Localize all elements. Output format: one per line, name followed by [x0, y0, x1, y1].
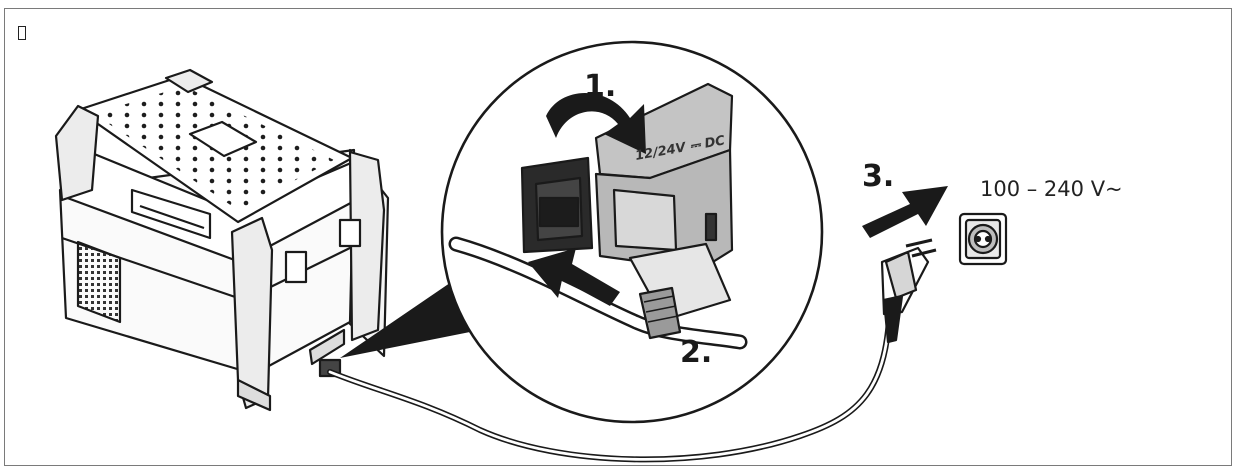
detail-circle: 1. 2. 12/24V ⎓ DC	[440, 40, 824, 424]
magnify-cone	[340, 272, 480, 358]
cooler-box-icon	[54, 68, 390, 412]
missing-glyph-icon	[18, 26, 26, 40]
mains-cable	[327, 297, 893, 463]
rotate-arrow-icon	[546, 93, 646, 154]
step-1-label: 1.	[584, 69, 616, 104]
step-2-label: 2.	[680, 335, 712, 370]
power-socket-icon	[958, 212, 1008, 266]
push-arrow-icon	[862, 186, 948, 238]
push-arrow-icon	[528, 248, 620, 306]
step-3-label: 3.	[862, 159, 894, 194]
voltage-label: 100 – 240 V~	[980, 177, 1123, 201]
mains-plug-icon	[880, 238, 937, 344]
